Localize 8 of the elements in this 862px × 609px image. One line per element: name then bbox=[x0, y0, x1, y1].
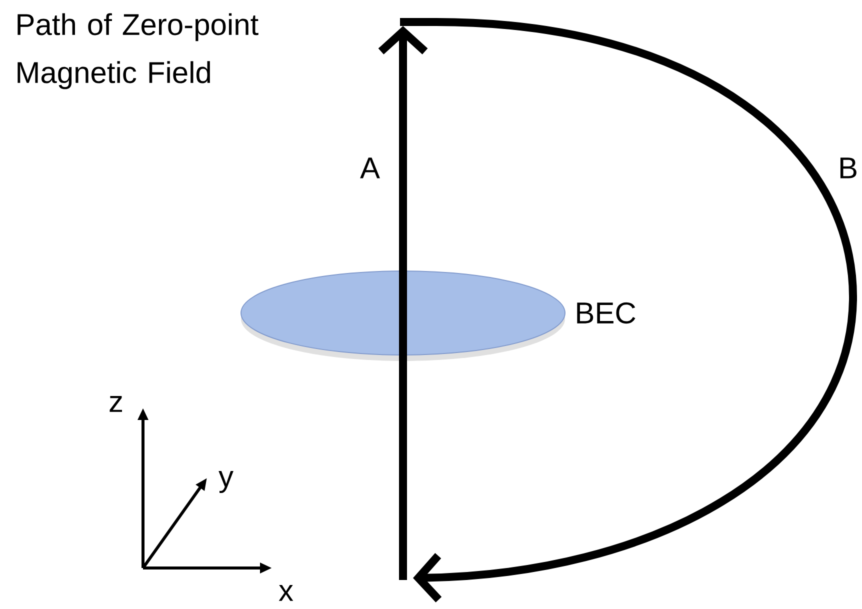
path-label: B bbox=[840, 158, 856, 178]
axis-label: z bbox=[110, 396, 122, 412]
caption-text: Path of Zero-point Magnetic Field bbox=[18, 13, 258, 90]
disk bbox=[240, 270, 566, 361]
axis-label: y bbox=[218, 470, 234, 494]
path-label: A bbox=[360, 158, 380, 178]
disk-label: BEC bbox=[577, 302, 636, 324]
axis-label: x bbox=[278, 585, 294, 601]
